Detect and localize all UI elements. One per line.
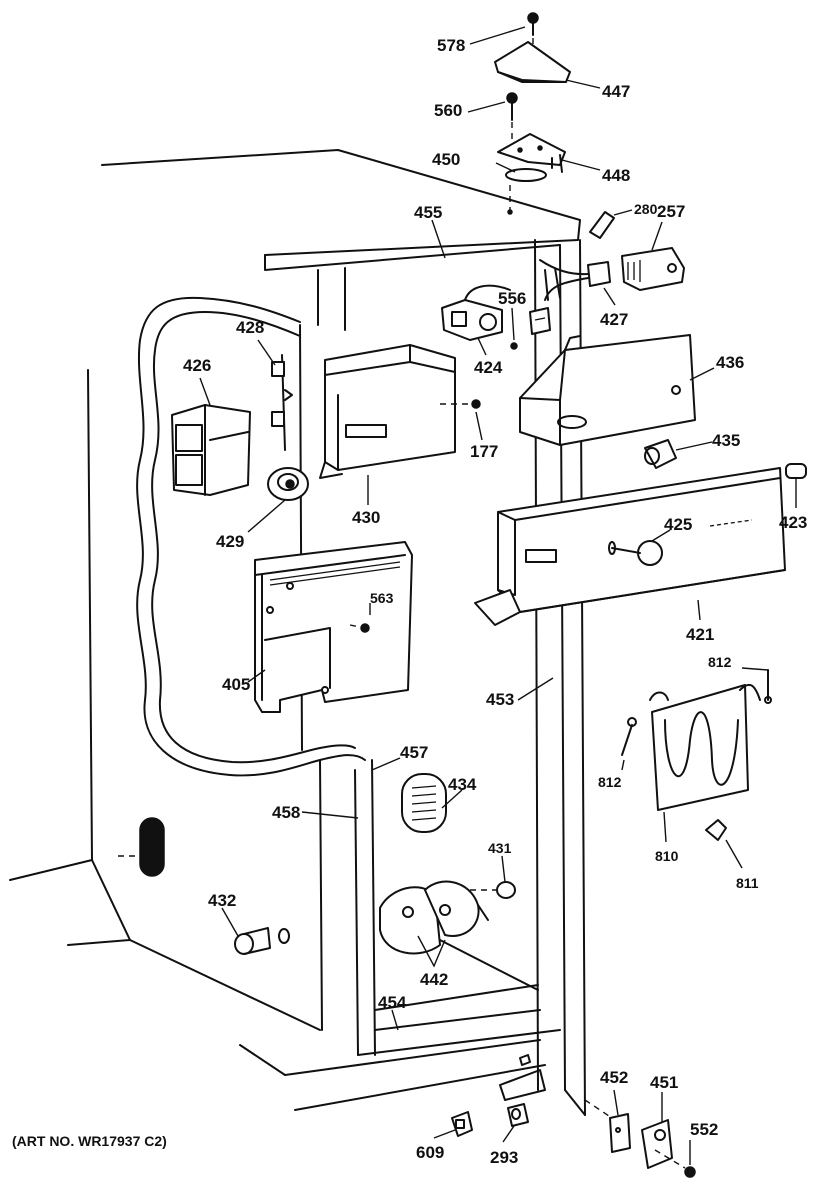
label-429: 429 <box>216 532 244 551</box>
leader-lines <box>199 26 797 1165</box>
dispenser-442 <box>379 880 489 955</box>
wire-812-lower <box>621 717 637 756</box>
label-556: 556 <box>498 289 526 308</box>
label-293: 293 <box>490 1148 518 1167</box>
label-447: 447 <box>602 82 630 101</box>
label-609: 609 <box>416 1143 444 1162</box>
duct-cover-405 <box>254 541 413 713</box>
label-454: 454 <box>378 993 407 1012</box>
label-448: 448 <box>602 166 630 185</box>
label-812-lower: 812 <box>598 774 622 790</box>
label-452: 452 <box>600 1068 628 1087</box>
lens-434 <box>401 773 447 833</box>
label-457: 457 <box>400 743 428 762</box>
part-293 <box>507 1103 529 1127</box>
screw-552 <box>654 1149 696 1178</box>
label-435: 435 <box>712 431 740 450</box>
wiring-harness <box>136 296 366 777</box>
label-560: 560 <box>434 101 462 120</box>
control-panel-421 <box>474 467 786 626</box>
label-442: 442 <box>420 970 448 989</box>
gasket-450 <box>505 168 547 215</box>
bottom-bracket <box>499 1054 546 1101</box>
screw-177 <box>440 399 481 409</box>
label-427: 427 <box>600 310 628 329</box>
label-424: 424 <box>474 358 503 377</box>
label-423: 423 <box>779 513 807 532</box>
label-563: 563 <box>370 590 394 606</box>
heater-810 <box>649 683 761 811</box>
oval-opening <box>118 817 165 877</box>
label-405: 405 <box>222 675 250 694</box>
label-432: 432 <box>208 891 236 910</box>
label-812-upper: 812 <box>708 654 732 670</box>
label-428: 428 <box>236 318 264 337</box>
screw-560 <box>506 92 518 140</box>
knob-435 <box>644 439 677 469</box>
label-451: 451 <box>650 1073 678 1092</box>
wiring-connector-427 <box>529 259 611 335</box>
part-280 <box>589 211 615 239</box>
label-810: 810 <box>655 848 679 864</box>
duct-426 <box>171 404 251 496</box>
timer-257 <box>621 247 685 291</box>
label-455: 455 <box>414 203 442 222</box>
housing-436 <box>519 334 696 446</box>
label-257: 257 <box>657 202 685 221</box>
label-280: 280 <box>634 201 658 217</box>
label-421: 421 <box>686 625 714 644</box>
screw-556 <box>510 342 518 350</box>
part-609 <box>451 1111 473 1137</box>
label-430: 430 <box>352 508 380 527</box>
label-552: 552 <box>690 1120 718 1139</box>
label-453: 453 <box>486 690 514 709</box>
clip-811 <box>705 819 727 841</box>
damper-link-428 <box>271 354 293 451</box>
label-811: 811 <box>736 875 759 891</box>
label-177: 177 <box>470 442 498 461</box>
part-labels: 578 447 560 450 448 455 280 257 556 427 … <box>183 36 807 1167</box>
knob-425 <box>608 540 663 566</box>
label-431: 431 <box>488 840 512 856</box>
bushing-432 <box>234 927 290 955</box>
bracket-448 <box>497 133 566 173</box>
screw-563 <box>349 623 370 633</box>
art-number: (ART NO. WR17937 C2) <box>12 1133 167 1149</box>
hinge-451 <box>641 1119 673 1169</box>
housing-430 <box>319 344 456 479</box>
cover-447 <box>494 41 571 83</box>
bushing-431 <box>470 881 516 899</box>
plate-452 <box>584 1099 631 1153</box>
wire-812-upper <box>764 669 772 704</box>
label-425: 425 <box>664 515 692 534</box>
thermostat-424 <box>441 284 511 341</box>
part-423 <box>785 463 807 479</box>
label-450: 450 <box>432 150 460 169</box>
label-458: 458 <box>272 803 300 822</box>
label-436: 436 <box>716 353 744 372</box>
label-434: 434 <box>448 775 477 794</box>
label-426: 426 <box>183 356 211 375</box>
damper-control-429 <box>267 467 309 501</box>
label-578: 578 <box>437 36 465 55</box>
